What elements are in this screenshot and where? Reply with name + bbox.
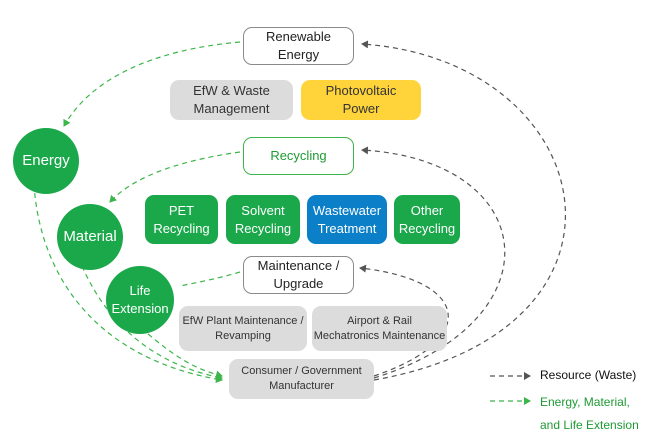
wastewater-treatment-box: Wastewater Treatment [307,195,387,244]
recycling-box: Recycling [243,137,354,175]
maintenance-upgrade-box: Maintenance / Upgrade [243,256,354,294]
photovoltaic-power-box: Photovoltaic Power [301,80,421,120]
life-extension-circle: Life Extension [106,266,174,334]
waste-arrow-to-recycling [361,146,506,379]
pet-recycling-box: PET Recycling [145,195,218,244]
life-extension-arrow-to-consumer [147,333,223,379]
renewable-energy-box: Renewable Energy [243,27,354,65]
material-circle: Material [57,204,123,270]
efw-waste-management-box: EfW & Waste Management [170,80,293,120]
life-extension-arrow-from-maintenance [179,271,241,287]
consumer-government-manufacturer-box: Consumer / Government Manufacturer [229,359,374,399]
other-recycling-box: Other Recycling [394,195,460,244]
energy-arrow-from-renewable [63,41,241,127]
energy-arrow-to-consumer [33,183,223,383]
airport-rail-maintenance-box: Airport & Rail Mechatronics Maintenance [312,306,447,351]
legend-energy-material-label: Energy, Material, and Life Extension [540,395,639,432]
legend-resource-label: Resource (Waste) [540,368,637,382]
energy-circle: Energy [13,128,79,194]
solvent-recycling-box: Solvent Recycling [226,195,300,244]
waste-arrow-to-renewable [361,40,566,381]
efw-plant-maintenance-box: EfW Plant Maintenance / Revamping [179,306,307,351]
waste-arrow-to-maintenance [359,264,449,377]
material-arrow-to-consumer [81,265,223,381]
material-arrow-from-recycling [109,151,241,203]
